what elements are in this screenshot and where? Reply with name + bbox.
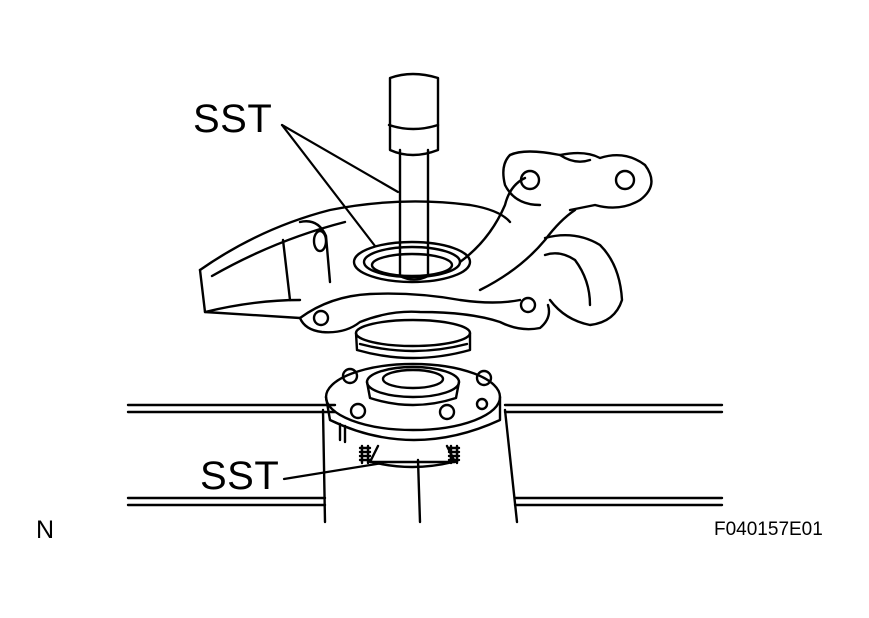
sst-press-rod [387, 72, 440, 281]
sst-label-lower: SST [200, 454, 280, 498]
axle-hub [324, 362, 502, 444]
steering-knuckle [198, 150, 653, 334]
hub-bearing [354, 318, 472, 360]
figure-code-label: F040157E01 [714, 519, 823, 540]
press-bed [126, 403, 724, 524]
view-marker-label: N [36, 516, 55, 544]
sst-label-upper: SST [193, 97, 273, 141]
leader-lines [280, 123, 400, 481]
